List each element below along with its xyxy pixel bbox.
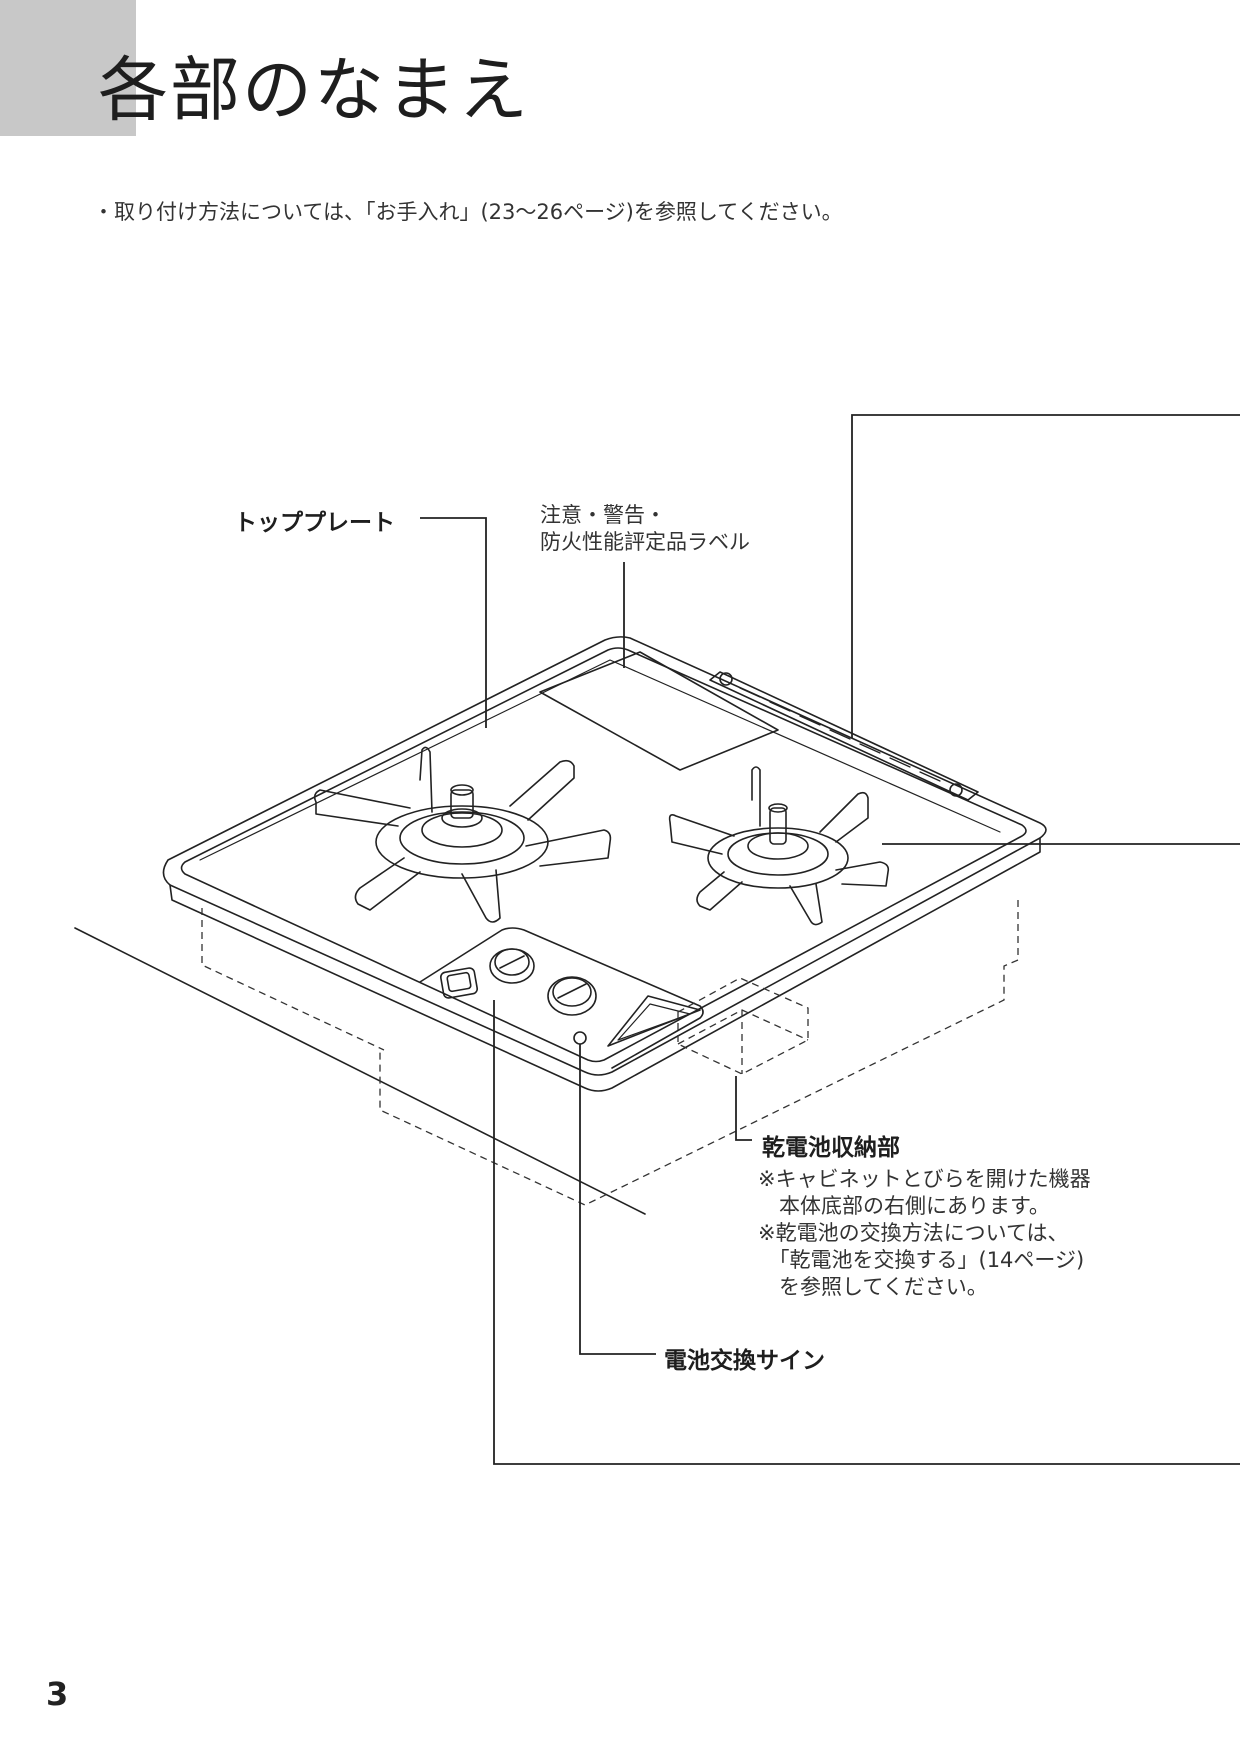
leader-ignition-button <box>493 1000 1240 1465</box>
leader-vent <box>851 414 1240 738</box>
vent-strip <box>709 671 979 801</box>
label-caution: 注意・警告・ 防火性能評定品ラベル <box>540 502 750 556</box>
control-panel-outline <box>419 927 704 1069</box>
label-top-plate: トッププレート <box>234 510 395 536</box>
left-burner <box>313 746 612 923</box>
hidden-body-bottom <box>379 900 1019 1206</box>
note-line: ※乾電池の交換方法については、 <box>758 1221 1069 1245</box>
leader-battery-storage <box>735 1076 752 1141</box>
intro-text: ・取り付け方法については、「お手入れ」(23〜26ページ)を参照してください。 <box>93 200 843 224</box>
page-title: 各部のなまえ <box>98 49 530 131</box>
battery-sign-indicator <box>573 1031 587 1045</box>
battery-storage-notes: ※キャビネットとびらを開けた機器 本体底部の右側にあります。 ※乾電池の交換方法… <box>758 1166 1091 1301</box>
leader-battery-sign <box>579 1044 656 1355</box>
label-battery-sign: 電池交換サイン <box>664 1348 825 1374</box>
hidden-body-left <box>201 908 385 1051</box>
left-knob <box>489 948 535 984</box>
ignition-button <box>439 967 479 999</box>
note-line: 本体底部の右側にあります。 <box>758 1194 1050 1218</box>
leader-top-plate <box>420 517 487 728</box>
note-line: 「乾電池を交換する」(14ページ) <box>758 1248 1085 1272</box>
header-tab <box>0 0 136 136</box>
countertop-edge-line <box>74 927 646 1215</box>
label-battery-storage: 乾電池収納部 <box>762 1135 900 1161</box>
note-line: を参照してください。 <box>758 1275 988 1299</box>
label-caution-line1: 注意・警告・ <box>540 503 666 527</box>
caution-label-plate <box>539 651 779 771</box>
right-knob <box>547 976 597 1016</box>
top-plate-inner-outline <box>180 647 1027 1063</box>
label-caution-line2: 防火性能評定品ラベル <box>540 530 750 554</box>
right-burner <box>668 766 890 926</box>
page-number: 3 <box>46 1675 69 1713</box>
note-line: ※キャビネットとびらを開けた機器 <box>758 1167 1091 1191</box>
